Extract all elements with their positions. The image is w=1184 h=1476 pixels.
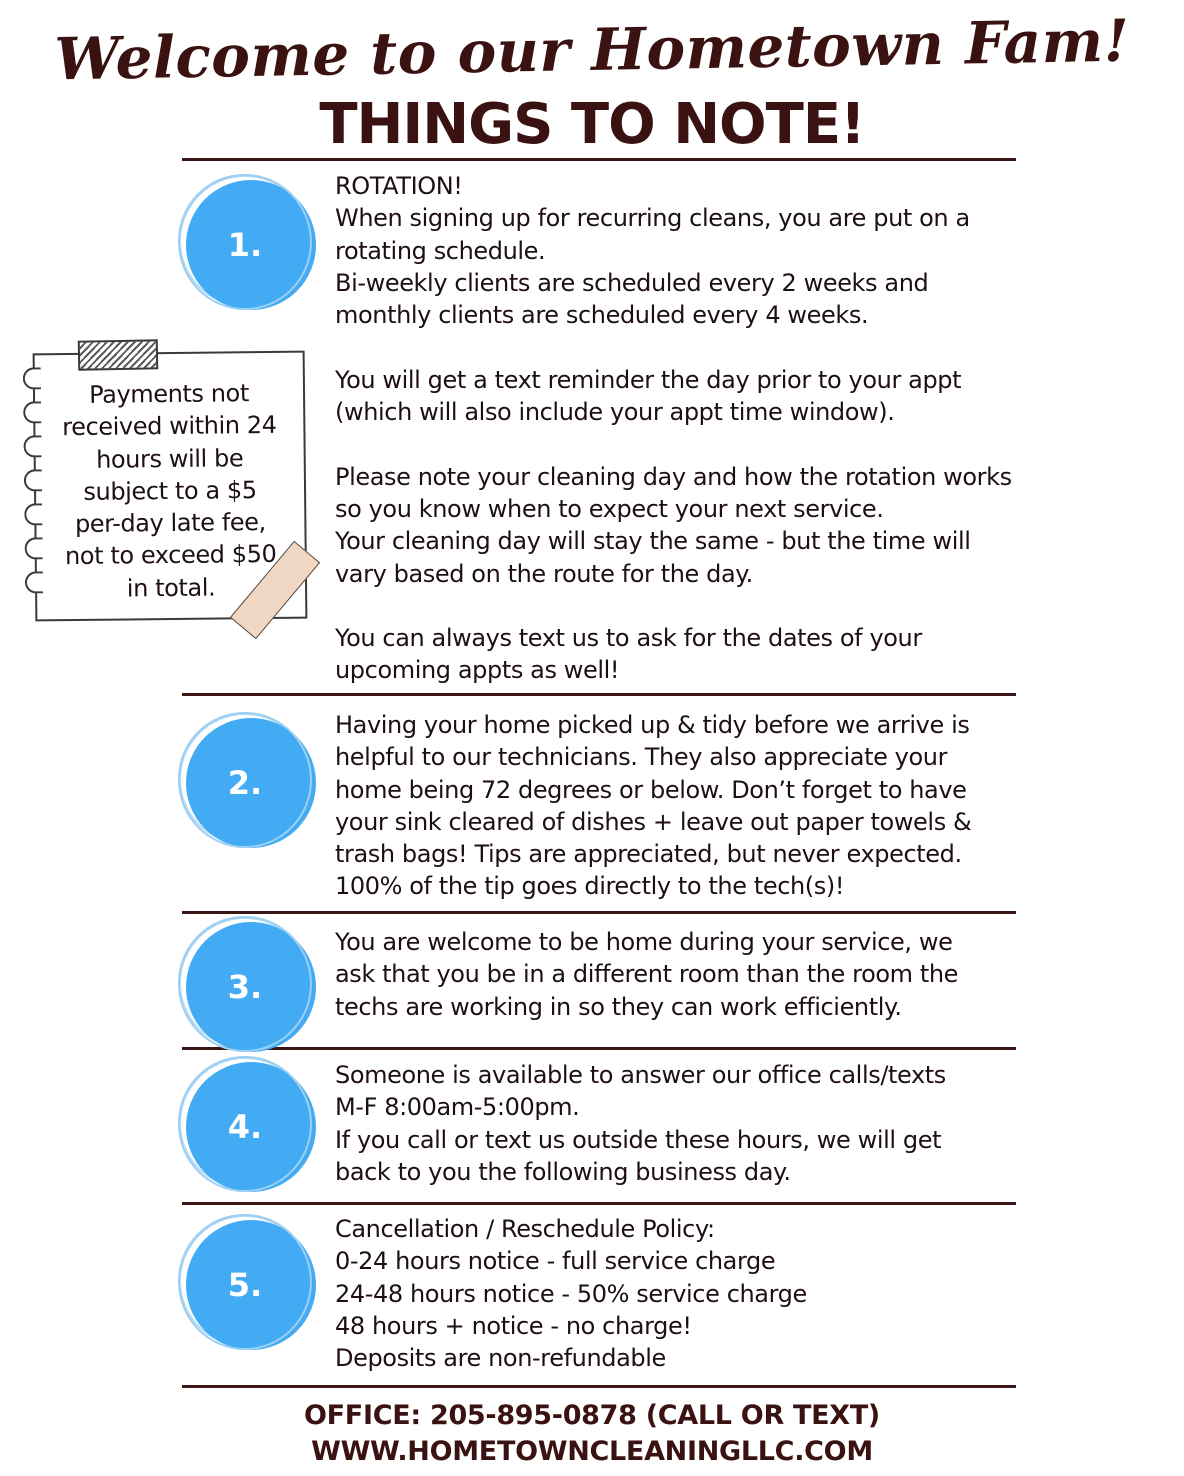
website-link[interactable]: WWW.HOMETOWNCLEANINGLLC.COM [311,1436,873,1467]
text-line: (which will also include your appt time … [335,398,895,427]
divider [182,1385,1016,1388]
divider [182,1202,1016,1205]
section-cancellation-text: Cancellation / Reschedule Policy: 0-24 h… [335,1213,1095,1374]
text-line: 48 hours + notice - no charge! [335,1311,692,1340]
text-line: Cancellation / Reschedule Policy: [335,1215,715,1243]
text-line: You are welcome to be home during your s… [335,928,953,956]
text-line: back to you the following business day. [335,1157,791,1186]
text-line: Please note your cleaning day and how th… [335,462,1012,491]
text-line: Your cleaning day will stay the same - b… [335,527,971,556]
text-line: your sink cleared of dishes + leave out … [335,807,972,836]
divider [182,1047,1016,1050]
page-title: THINGS TO NOTE! [319,92,865,157]
section-preparation-text: Having your home picked up & tidy before… [335,709,1095,903]
text-line: 100% of the tip goes directly to the tec… [335,872,845,901]
text-line: monthly clients are scheduled every 4 we… [335,301,869,330]
text-line: so you know when to expect your next ser… [335,494,884,523]
text-line: You will get a text reminder the day pri… [335,365,962,394]
text-line: received within 24 [62,411,277,442]
text-line: When signing up for recurring cleans, yo… [335,204,970,233]
step-number-badge: 4. [178,1056,316,1192]
tape-strip [77,339,159,371]
step-number-badge: 2. [178,712,316,848]
text-line: not to exceed $50 [64,540,277,571]
text-line: ROTATION! [335,172,463,200]
text-line: 24-48 hours notice - 50% service charge [335,1279,807,1308]
divider [182,911,1016,914]
step-number: 1. [227,226,263,264]
text-line: ask that you be in a different room than… [335,960,959,989]
text-line: 0-24 hours notice - full service charge [335,1247,776,1276]
text-line [335,590,1095,622]
text-line: Someone is available to answer our offic… [335,1061,946,1089]
step-number: 4. [227,1108,263,1146]
text-line: trash bags! Tips are appreciated, but ne… [335,840,962,869]
text-line: hours will be [95,443,244,474]
section-office-hours-text: Someone is available to answer our offic… [335,1059,1095,1188]
text-line: per-day late fee, [74,508,266,539]
step-number: 5. [227,1266,263,1304]
text-line: upcoming appts as well! [335,656,620,685]
text-line: M-F 8:00am-5:00pm. [335,1093,580,1122]
text-line: Deposits are non-refundable [335,1344,666,1373]
text-line: vary based on the route for the day. [335,559,753,588]
divider [182,693,1016,696]
text-line [335,331,1095,363]
text-line: Bi-weekly clients are scheduled every 2 … [335,268,929,297]
text-line: techs are working in so they can work ef… [335,992,902,1021]
text-line: You can always text us to ask for the da… [335,624,922,653]
step-number: 2. [227,764,263,802]
step-number-badge: 1. [178,174,316,310]
text-line [335,428,1095,460]
text-line: subject to a $5 [83,475,257,506]
section-rotation-text: ROTATION! When signing up for recurring … [335,170,1095,687]
step-number-badge: 3. [178,916,316,1052]
divider [182,158,1016,161]
text-line: rotating schedule. [335,236,546,265]
text-line: helpful to our technicians. They also ap… [335,743,948,772]
step-number-badge: 5. [178,1214,316,1350]
step-number: 3. [227,968,263,1006]
text-line: Having your home picked up & tidy before… [335,711,970,739]
note-text: Payments not received within 24 hours wi… [35,377,305,606]
text-line: home being 72 degrees or below. Don’t fo… [335,775,967,804]
office-phone: OFFICE: 205-895-0878 (CALL OR TEXT) [304,1400,880,1431]
text-line: Payments not [89,379,250,409]
section-presence-text: You are welcome to be home during your s… [335,926,1095,1023]
text-line: If you call or text us outside these hou… [335,1125,942,1154]
